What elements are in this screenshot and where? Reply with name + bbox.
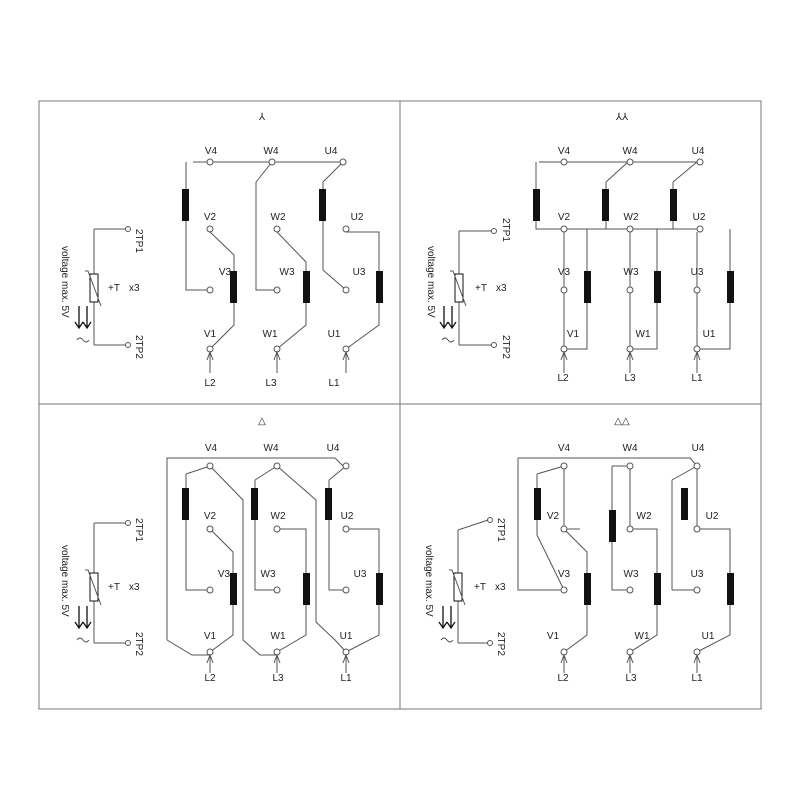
voltage-label: voltage max. 5V xyxy=(59,545,70,617)
terminal-u1: U1 xyxy=(328,329,341,340)
thermistor-block: 2TP1 2TP2 +T x3 voltage max. 5V xyxy=(423,517,506,656)
terminal-v3: V3 xyxy=(558,267,571,278)
terminal-w2: W2 xyxy=(624,212,639,223)
thermistor-count: x3 xyxy=(495,582,506,593)
thermistor-count: x3 xyxy=(129,582,140,593)
thermistor-label: +T xyxy=(474,582,486,593)
panel-star: ⅄ 2TP1 2TP2 +T x3 voltage max. 5V xyxy=(59,112,383,389)
terminal-u3: U3 xyxy=(354,569,367,580)
terminal-2tp1: 2TP1 xyxy=(495,518,506,542)
line-l3: L3 xyxy=(624,373,636,384)
terminal-u2: U2 xyxy=(693,212,706,223)
terminal-v1: V1 xyxy=(547,631,560,642)
terminal-w2: W2 xyxy=(637,511,652,522)
terminal-2tp1: 2TP1 xyxy=(133,229,144,253)
terminal-2tp2: 2TP2 xyxy=(495,632,506,656)
voltage-label: voltage max. 5V xyxy=(59,246,70,318)
terminal-w1: W1 xyxy=(263,329,278,340)
terminal-2tp2: 2TP2 xyxy=(500,335,511,359)
terminal-u4: U4 xyxy=(327,443,340,454)
thermistor-block: 2TP1 2TP2 +T x3 voltage max. 5V xyxy=(59,518,144,656)
terminal-u4: U4 xyxy=(692,146,705,157)
terminal-w4: W4 xyxy=(623,443,638,454)
terminal-v4: V4 xyxy=(205,443,218,454)
panel-delta: △ 2TP1 2TP2 +T x3 voltage max. 5V xyxy=(59,416,383,684)
thermistor-block: 2TP1 2TP2 +T x3 voltage max. 5V xyxy=(425,218,511,359)
terminal-u2: U2 xyxy=(706,511,719,522)
terminal-2tp1: 2TP1 xyxy=(500,218,511,242)
terminal-w4: W4 xyxy=(623,146,638,157)
terminal-v3: V3 xyxy=(558,569,571,580)
terminal-w4: W4 xyxy=(264,146,279,157)
line-l2: L2 xyxy=(204,378,216,389)
terminal-v1: V1 xyxy=(204,631,217,642)
terminal-w1: W1 xyxy=(271,631,286,642)
panel-double-star: ⅄⅄ 2TP1 2TP2 +T x3 voltage max. 5V xyxy=(425,112,734,384)
terminal-2tp2: 2TP2 xyxy=(133,335,144,359)
line-l1: L1 xyxy=(328,378,340,389)
terminal-u1: U1 xyxy=(703,329,716,340)
terminal-v3: V3 xyxy=(218,569,231,580)
thermistor-count: x3 xyxy=(129,283,140,294)
line-l1: L1 xyxy=(340,673,352,684)
terminal-v4: V4 xyxy=(205,146,218,157)
line-l1: L1 xyxy=(691,673,703,684)
voltage-label: voltage max. 5V xyxy=(425,246,436,318)
thermistor-label: +T xyxy=(108,283,120,294)
thermistor-block: 2TP1 2TP2 +T x3 voltage max. 5V xyxy=(59,226,144,359)
terminal-2tp1: 2TP1 xyxy=(133,518,144,542)
terminal-u1: U1 xyxy=(702,631,715,642)
thermistor-label: +T xyxy=(108,582,120,593)
terminal-v2: V2 xyxy=(204,511,217,522)
line-l2: L2 xyxy=(557,373,569,384)
terminal-u4: U4 xyxy=(325,146,338,157)
diagram-frame xyxy=(38,100,762,710)
terminal-v1: V1 xyxy=(567,329,580,340)
line-l1: L1 xyxy=(691,373,703,384)
terminal-w3: W3 xyxy=(261,569,276,580)
terminal-u3: U3 xyxy=(691,267,704,278)
symbol-double-delta: △△ xyxy=(614,416,630,427)
terminal-w1: W1 xyxy=(636,329,651,340)
terminal-w2: W2 xyxy=(271,212,286,223)
terminal-w3: W3 xyxy=(624,569,639,580)
terminal-u2: U2 xyxy=(351,212,364,223)
terminal-v2: V2 xyxy=(547,511,560,522)
voltage-label: voltage max. 5V xyxy=(423,545,434,617)
terminal-u3: U3 xyxy=(353,267,366,278)
terminal-w2: W2 xyxy=(271,511,286,522)
line-l3: L3 xyxy=(272,673,284,684)
terminal-2tp2: 2TP2 xyxy=(133,632,144,656)
terminal-v3: V3 xyxy=(219,267,232,278)
terminal-w4: W4 xyxy=(264,443,279,454)
line-l2: L2 xyxy=(204,673,216,684)
terminal-u3: U3 xyxy=(691,569,704,580)
line-l3: L3 xyxy=(625,673,637,684)
terminal-u1: U1 xyxy=(340,631,353,642)
terminal-v4: V4 xyxy=(558,443,571,454)
terminal-w3: W3 xyxy=(624,267,639,278)
terminal-w3: W3 xyxy=(280,267,295,278)
terminal-u4: U4 xyxy=(692,443,705,454)
thermistor-label: +T xyxy=(475,283,487,294)
terminal-v1: V1 xyxy=(204,329,217,340)
terminal-u2: U2 xyxy=(341,511,354,522)
line-l2: L2 xyxy=(557,673,569,684)
line-l3: L3 xyxy=(265,378,277,389)
panel-double-delta: △△ 2TP1 2TP2 +T x3 voltage max. 5V xyxy=(423,416,734,684)
terminal-v2: V2 xyxy=(558,212,571,223)
thermistor-count: x3 xyxy=(496,283,507,294)
terminal-v2: V2 xyxy=(204,212,217,223)
symbol-double-star: ⅄⅄ xyxy=(616,112,629,123)
symbol-star: ⅄ xyxy=(259,112,266,123)
symbol-delta: △ xyxy=(258,416,266,427)
terminal-w1: W1 xyxy=(635,631,650,642)
terminal-v4: V4 xyxy=(558,146,571,157)
